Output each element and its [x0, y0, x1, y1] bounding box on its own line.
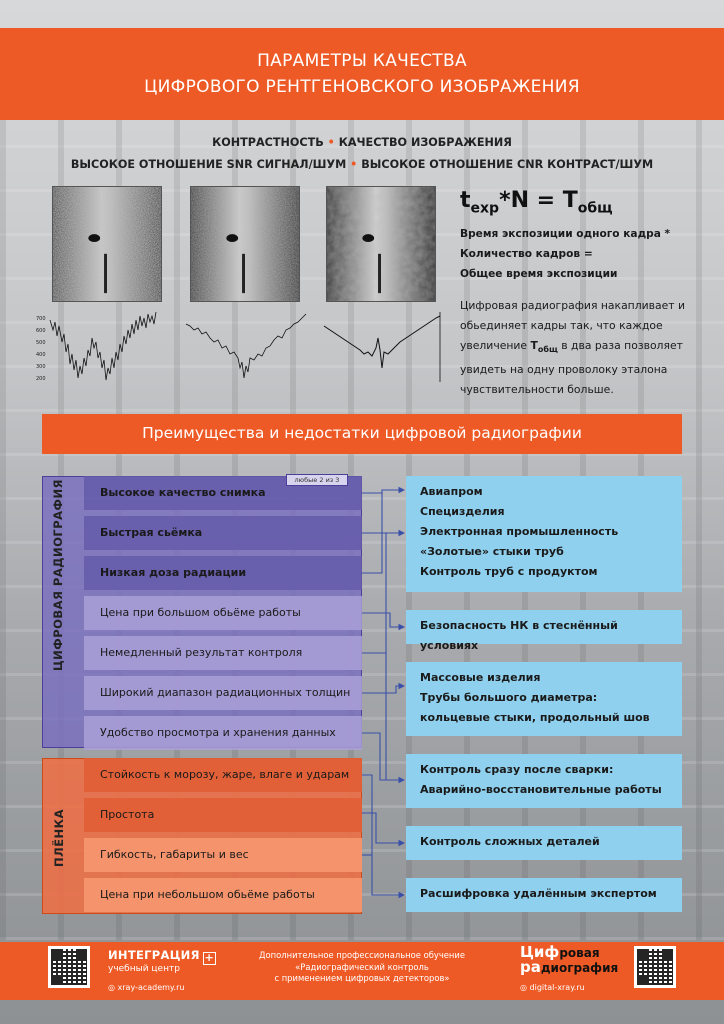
- film-row-flexibility: Гибкость, габариты и вес: [84, 838, 362, 872]
- xray-image-1: [52, 186, 162, 302]
- exposure-formula: texp*N = Tобщ: [460, 188, 613, 217]
- title-line-1: ПАРАМЕТРЫ КАЧЕСТВА: [257, 51, 467, 71]
- globe-icon: ◎: [108, 983, 118, 992]
- quality-tags: КОНТРАСТНОСТЬ • КАЧЕСТВО ИЗОБРАЖЕНИЯ ВЫС…: [0, 132, 724, 176]
- tag-cnr: ВЫСОКОЕ ОТНОШЕНИЕ CNR КОНТРАСТ/ШУМ: [361, 158, 654, 171]
- tags-line-2: ВЫСОКОЕ ОТНОШЕНИЕ SNR СИГНАЛ/ШУМ • ВЫСОК…: [0, 154, 724, 176]
- formula-description: Время экспозиции одного кадра * Количест…: [460, 228, 671, 280]
- title-line-2: ЦИФРОВОГО РЕНТГЕНОВСКОГО ИЗОБРАЖЕНИЯ: [144, 77, 580, 97]
- header-banner: [0, 28, 724, 120]
- plus-icon: +: [202, 951, 216, 965]
- advantages-title: Преимущества и недостатки цифровой радио…: [142, 424, 582, 442]
- digital-row-immediate-result: Немедленный результат контроля: [84, 636, 362, 670]
- digital-row-wide-range: Широкий диапазон радиационных толщин: [84, 676, 362, 710]
- link-xray-academy[interactable]: ◎ xray-academy.ru: [108, 983, 185, 992]
- application-box-4: Контроль сразу после сварки: Аварийно-во…: [406, 754, 682, 808]
- page-title: ПАРАМЕТРЫ КАЧЕСТВА ЦИФРОВОГО РЕНТГЕНОВСК…: [0, 48, 724, 100]
- digital-row-low-dose: Низкая доза радиации: [84, 556, 362, 590]
- y-tick-200: 200: [36, 376, 46, 382]
- any-two-of-three-badge: любые 2 из 3: [286, 474, 348, 486]
- profile-line-3: [323, 315, 441, 369]
- profile-plot-3: [323, 312, 441, 382]
- link-digital-xray[interactable]: ◎ digital-xray.ru: [520, 983, 585, 992]
- digital-radiography-logo: Цифровая радиография: [520, 943, 619, 976]
- globe-icon: ◎: [520, 983, 530, 992]
- digital-row-high-quality: Высокое качество снимка: [84, 476, 362, 510]
- xray-image-2: [190, 186, 300, 302]
- tag-separator: •: [327, 136, 335, 149]
- tag-separator: •: [350, 158, 358, 171]
- tag-contrast: КОНТРАСТНОСТЬ: [212, 136, 324, 149]
- qr-code-left[interactable]: [48, 946, 90, 988]
- application-box-6: Расшифровка удалённым экспертом: [406, 878, 682, 912]
- application-box-2: Безопасность НК в стеснённый условиях: [406, 610, 682, 652]
- y-tick-400: 400: [36, 352, 46, 358]
- brand-subtitle: учебный центр: [108, 964, 180, 974]
- film-row-simplicity: Простота: [84, 798, 362, 832]
- film-row-price-small: Цена при небольшом обьёме работы: [84, 878, 362, 912]
- course-description: Дополнительное профессиональное обучение…: [258, 950, 465, 983]
- application-box-3: Массовые изделия Трубы большого диаметра…: [406, 662, 682, 736]
- tag-image-quality: КАЧЕСТВО ИЗОБРАЖЕНИЯ: [338, 136, 512, 149]
- accumulation-description: Цифровая радиография накапливает и обьед…: [460, 299, 686, 397]
- qr-code-right[interactable]: [634, 946, 676, 988]
- profile-plot-1: 700 600 500 400 300 200: [36, 311, 157, 382]
- profile-line-1: [49, 311, 157, 381]
- y-tick-600: 600: [36, 328, 46, 334]
- application-box-1: Авиапром Специзделия Электронная промышл…: [406, 476, 682, 592]
- xray-image-3: [326, 186, 436, 302]
- tag-snr: ВЫСОКОЕ ОТНОШЕНИЕ SNR СИГНАЛ/ШУМ: [70, 158, 347, 171]
- digital-row-price-large: Цена при большом обьёме работы: [84, 596, 362, 630]
- footer-banner: [0, 942, 724, 1000]
- digital-row-fast-shooting: Быстрая сьёмка: [84, 516, 362, 550]
- tags-line-1: КОНТРАСТНОСТЬ • КАЧЕСТВО ИЗОБРАЖЕНИЯ: [0, 132, 724, 154]
- profile-plot-2: [185, 313, 307, 379]
- advantages-banner: [42, 414, 682, 454]
- y-tick-500: 500: [36, 340, 46, 346]
- brand-integration: ИНТЕГРАЦИЯ+: [108, 948, 216, 965]
- y-tick-700: 700: [36, 316, 46, 322]
- y-tick-300: 300: [36, 364, 46, 370]
- film-row-durability: Стойкость к морозу, жаре, влаге и ударам: [84, 758, 362, 792]
- application-box-5: Контроль сложных деталей: [406, 826, 682, 860]
- digital-row-storage: Удобство просмотра и хранения данных: [84, 716, 362, 750]
- profile-line-2: [185, 313, 307, 379]
